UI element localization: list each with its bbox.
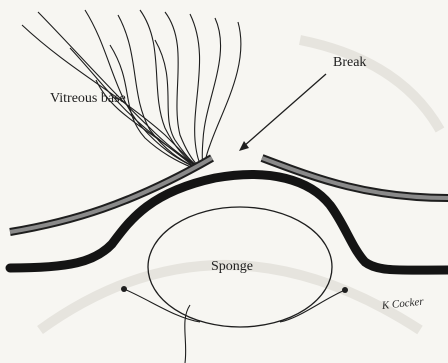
vitreous-base-label: Vitreous base <box>50 92 126 106</box>
sutures <box>124 289 345 363</box>
sponge-label: Sponge <box>211 260 253 274</box>
scleral-buckle-band <box>10 174 448 270</box>
suture-knot-right <box>342 287 348 293</box>
faint-background-outline <box>40 40 440 330</box>
break-label: Break <box>333 56 366 70</box>
suture-knot-left <box>121 286 127 292</box>
vitreous-fibres <box>22 10 241 167</box>
break-arrow <box>239 74 326 151</box>
